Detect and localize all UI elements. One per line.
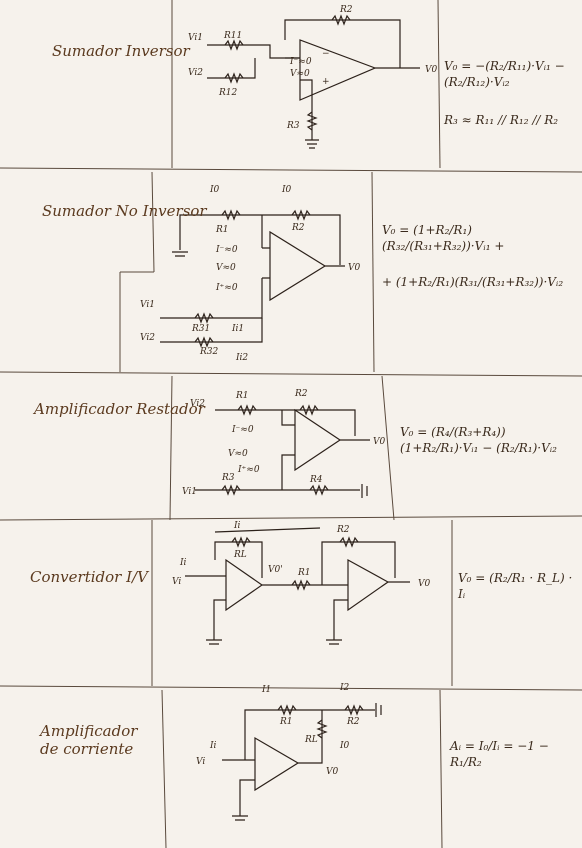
svg-text:V≈0: V≈0	[228, 449, 248, 459]
svg-text:R1: R1	[297, 568, 311, 578]
svg-text:R3: R3	[286, 121, 300, 131]
svg-text:Ii: Ii	[209, 741, 217, 751]
svg-text:Ii2: Ii2	[235, 353, 248, 363]
section-title-amplificador-corriente: Amplificador de corriente	[40, 722, 138, 758]
circuit-amplificador-restador: Vi2 R1 R2 I⁻≈0 V≈0 I⁺≈0 Vi1 R3 R4 V0	[182, 389, 385, 498]
formula-sumador-inversor: V₀ = −(R₂/R₁₁)·Vᵢ₁ − (R₂/R₁₂)·Vᵢ₂ R₃ ≈ R…	[444, 58, 578, 129]
svg-text:R11: R11	[223, 31, 242, 41]
svg-text:I2: I2	[339, 683, 350, 693]
section-title-convertidor-iv: Convertidor I/V	[30, 568, 148, 586]
formula-line: V₀ = (R₄/(R₃+R₄))(1+R₂/R₁)·Vᵢ₁ − (R₂/R₁)…	[400, 425, 557, 456]
svg-text:I⁻≈0: I⁻≈0	[231, 425, 254, 435]
formula-convertidor-iv: V₀ = (R₂/R₁ · R_L) · Iᵢ	[458, 570, 578, 602]
svg-text:V≈0: V≈0	[216, 263, 236, 273]
svg-text:R1: R1	[215, 225, 229, 235]
formula-line: R₃ ≈ R₁₁ // R₁₂ // R₂	[444, 113, 559, 128]
circuit-convertidor-iv: Ii Ii Vi RL V0' R1 R2 V0	[172, 521, 430, 645]
formula-amplificador-restador: V₀ = (R₄/(R₃+R₄))(1+R₂/R₁)·Vᵢ₁ − (R₂/R₁)…	[400, 424, 578, 456]
circuit-amplificador-corriente: I1 I2 R1 R2 RL I0 Ii Vi V0	[196, 683, 382, 821]
svg-text:Ii: Ii	[179, 558, 187, 568]
svg-text:I1: I1	[261, 685, 271, 695]
svg-text:RL: RL	[304, 735, 318, 745]
svg-text:I0: I0	[281, 185, 292, 195]
svg-text:I⁺≈0: I⁺≈0	[237, 465, 260, 475]
svg-text:I⁻≈0: I⁻≈0	[215, 245, 238, 255]
svg-text:I⁺≈0: I⁺≈0	[215, 283, 238, 293]
svg-text:R2: R2	[336, 525, 350, 535]
formula-line: V₀ = −(R₂/R₁₁)·Vᵢ₁ − (R₂/R₁₂)·Vᵢ₂	[444, 59, 565, 90]
svg-text:V0: V0	[326, 767, 338, 777]
svg-text:R2: R2	[291, 223, 305, 233]
svg-text:R32: R32	[199, 347, 219, 357]
svg-text:Vi1: Vi1	[182, 487, 197, 497]
svg-text:I0: I0	[209, 185, 220, 195]
svg-text:Vi: Vi	[196, 757, 205, 767]
svg-text:R12: R12	[218, 88, 238, 98]
svg-text:Ii1: Ii1	[231, 324, 244, 334]
svg-text:RL: RL	[233, 550, 247, 560]
svg-text:+: +	[322, 77, 330, 87]
section-title-sumador-no-inversor: Sumador No Inversor	[42, 202, 207, 220]
svg-text:I0: I0	[339, 741, 350, 751]
svg-text:V0: V0	[373, 437, 385, 447]
section-title-sumador-inversor: Sumador Inversor	[52, 42, 190, 60]
svg-text:Vi: Vi	[172, 577, 181, 587]
svg-text:Vi2: Vi2	[188, 68, 203, 78]
section-title-amplificador-restador: Amplificador Restador	[34, 400, 205, 418]
formula-amplificador-corriente: Aᵢ = I₀/Iᵢ = −1 − R₁/R₂	[450, 738, 578, 770]
svg-text:R4: R4	[309, 475, 323, 485]
formula-line: V₀ = (R₂/R₁ · R_L) · Iᵢ	[458, 571, 573, 602]
svg-text:Ii: Ii	[233, 521, 241, 531]
svg-text:V≈0: V≈0	[290, 69, 310, 79]
svg-text:R1: R1	[279, 717, 293, 727]
svg-text:−: −	[322, 49, 330, 59]
svg-text:V0: V0	[348, 263, 360, 273]
svg-text:V0': V0'	[268, 565, 283, 575]
svg-text:R2: R2	[339, 5, 353, 15]
circuit-sumador-no-inversor: I0 I0 R1 R2 I⁻≈0 V≈0 I⁺≈0 Vi1 Vi2 R31 R3…	[140, 185, 360, 363]
svg-text:Vi1: Vi1	[140, 300, 155, 310]
svg-text:V0: V0	[418, 579, 430, 589]
formula-line: + (1+R₂/R₁)(R₃₁/(R₃₁+R₃₂))·Vᵢ₂	[382, 275, 564, 290]
circuit-sumador-inversor: Vi1 Vi2 R11 R12 R2 R3 I⁻≈0 V≈0 V0 − +	[188, 5, 437, 149]
svg-text:Vi2: Vi2	[140, 333, 155, 343]
svg-text:Vi1: Vi1	[188, 33, 203, 43]
svg-text:Vi2: Vi2	[190, 399, 205, 409]
formula-line: Aᵢ = I₀/Iᵢ = −1 − R₁/R₂	[450, 739, 549, 770]
formula-sumador-no-inversor: V₀ = (1+R₂/R₁)(R₃₂/(R₃₁+R₃₂))·Vᵢ₁ + + (1…	[382, 222, 578, 291]
svg-text:R2: R2	[294, 389, 308, 399]
svg-text:I⁻≈0: I⁻≈0	[289, 57, 312, 67]
svg-text:R3: R3	[221, 473, 235, 483]
svg-text:R2: R2	[346, 717, 360, 727]
formula-line: V₀ = (1+R₂/R₁)(R₃₂/(R₃₁+R₃₂))·Vᵢ₁ +	[382, 223, 505, 254]
svg-text:R31: R31	[191, 324, 210, 334]
svg-text:R1: R1	[235, 391, 249, 401]
svg-text:V0: V0	[425, 65, 437, 75]
